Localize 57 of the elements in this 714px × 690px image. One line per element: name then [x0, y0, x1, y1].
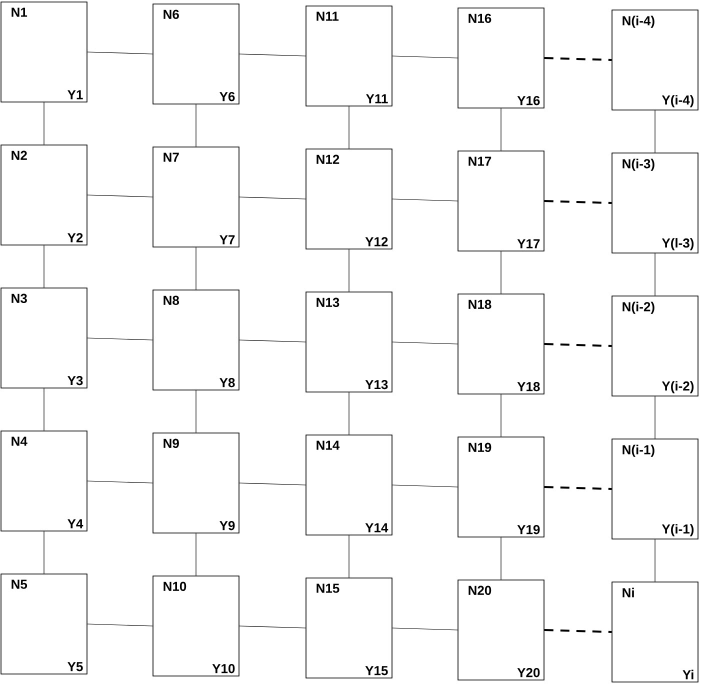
grid-box: N17 Y17 [458, 150, 544, 252]
grid-box: N(i-3) Y(l-3) [612, 152, 698, 254]
grid-box: N15 Y15 [306, 578, 392, 678]
grid-box: N(i-2) Y(i-2) [612, 296, 698, 396]
connector-line [654, 539, 656, 582]
grid-box: N19 Y19 [458, 436, 544, 538]
connector-line [392, 198, 458, 202]
dashed-line [544, 486, 612, 490]
grid-box: N7 Y7 [152, 146, 240, 248]
connector-line [239, 626, 306, 628]
connector-line [239, 196, 306, 200]
connector-line [239, 482, 306, 486]
dashed-line [544, 629, 612, 633]
grid-box: Ni Yi [612, 582, 698, 682]
grid-box: N(i-4) Y(i-4) [612, 10, 698, 110]
connector-line [392, 342, 458, 344]
grid-box: N18 Y18 [458, 294, 544, 394]
dashed-line [544, 57, 612, 61]
connector-line [654, 396, 656, 439]
connector-line [500, 394, 502, 437]
grid-box: N4 Y4 [0, 430, 88, 532]
grid-box: N2 Y2 [0, 144, 88, 246]
connector-line [392, 56, 458, 58]
connector-line [239, 54, 306, 56]
connector-line [87, 624, 153, 626]
connector-line [87, 480, 153, 484]
grid-box: N3 Y3 [0, 288, 88, 388]
grid-box: N10 Y10 [152, 576, 240, 676]
connector-line [654, 253, 656, 296]
connector-line [500, 108, 502, 151]
dashed-line [544, 200, 612, 204]
connector-line [348, 392, 350, 435]
connector-line [87, 52, 153, 54]
grid-box: N13 Y13 [306, 292, 392, 392]
connector-line [392, 628, 458, 630]
connector-line [500, 251, 502, 294]
dashed-line [544, 343, 612, 347]
grid-box: N14 Y14 [306, 434, 392, 536]
connector-line [239, 340, 306, 342]
grid-box: N5 Y5 [0, 574, 88, 674]
grid-box: N9 Y9 [152, 432, 240, 534]
grid-box: N8 Y8 [152, 290, 240, 390]
connector-line [654, 110, 656, 153]
grid-box: N12 Y12 [306, 148, 392, 250]
grid-box: N16 Y16 [458, 8, 544, 108]
connector-line [87, 338, 153, 340]
connector-line [348, 249, 350, 292]
connector-line [348, 535, 350, 578]
grid-box: N(i-1) Y(i-1) [612, 438, 698, 540]
connector-line [87, 194, 153, 198]
grid-box: N11 Y11 [306, 6, 392, 106]
grid-box: N20 Y20 [458, 580, 544, 680]
connector-line [500, 537, 502, 580]
grid-box: N6 Y6 [152, 4, 240, 104]
grid-box: N1 Y1 [0, 2, 88, 102]
connector-line [348, 106, 350, 149]
connector-line [392, 484, 458, 488]
